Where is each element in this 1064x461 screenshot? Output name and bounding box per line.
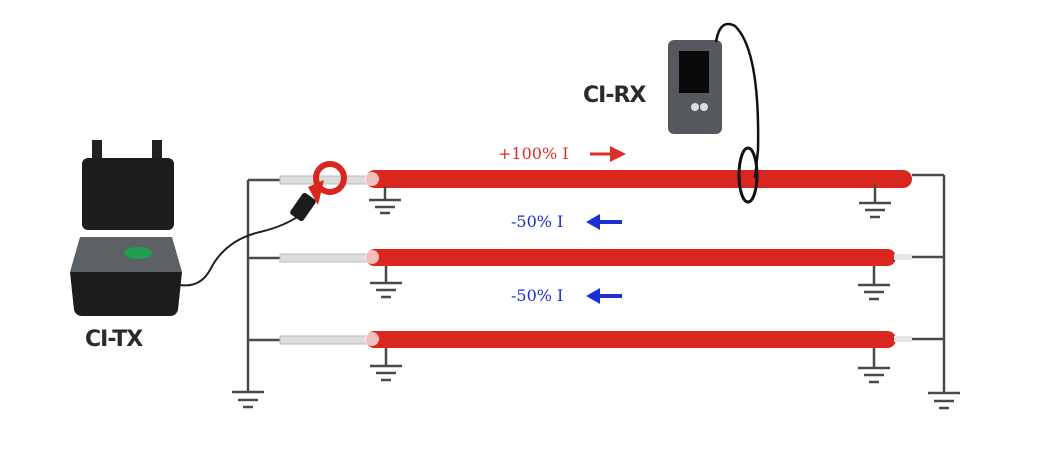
receiver-device (668, 40, 722, 134)
ground-symbols (369, 184, 891, 384)
arrow-left-icon (586, 214, 622, 230)
current-label-cable-1: +100% I (498, 144, 569, 163)
arrow-right-icon (590, 146, 626, 162)
cable-1 (279, 170, 912, 188)
current-label-cable-3: -50% I (511, 286, 564, 305)
cable-2 (279, 249, 912, 266)
tx-indicator-light (124, 247, 152, 259)
current-clamp (290, 161, 347, 222)
right-ground-bus (912, 173, 960, 410)
transmitter-device (70, 140, 182, 316)
cable-3 (279, 331, 912, 348)
receiver-label: CI-RX (583, 83, 646, 108)
arrow-left-icon (586, 288, 622, 304)
transmitter-label: CI-TX (85, 327, 143, 352)
rx-lead (714, 22, 760, 179)
current-label-cable-2: -50% I (511, 212, 564, 231)
left-ground-bus (232, 178, 280, 409)
tx-lead (179, 214, 301, 287)
rx-clamp-loop (737, 146, 759, 204)
